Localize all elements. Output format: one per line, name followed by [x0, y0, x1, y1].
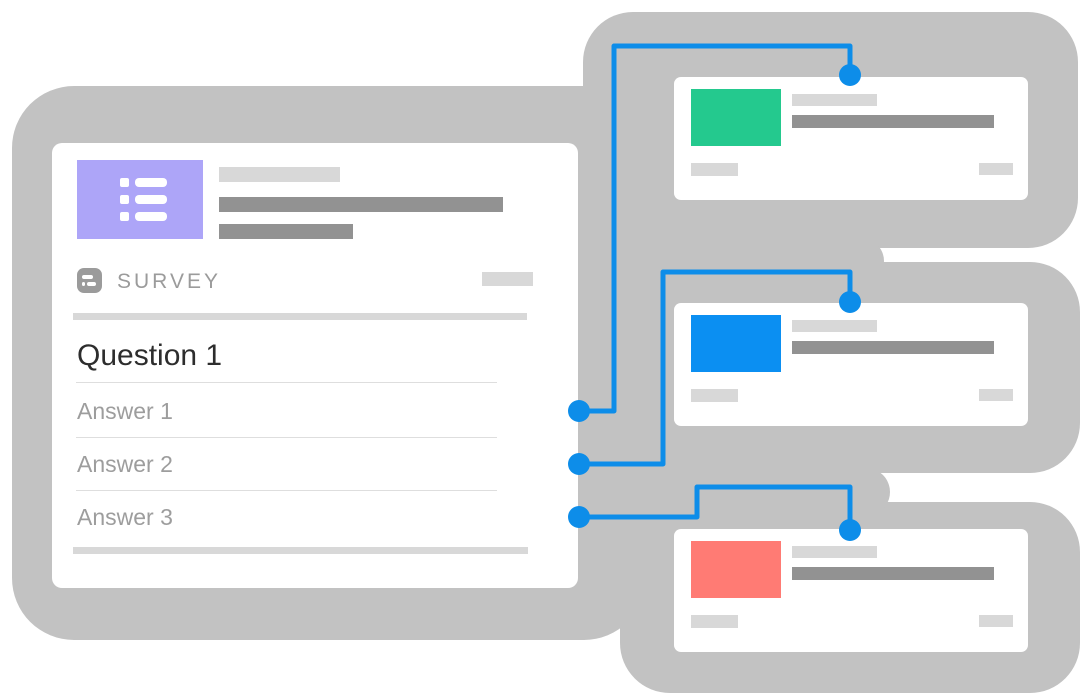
- branch-card-2: [674, 303, 1028, 426]
- answer-divider: [76, 490, 497, 491]
- answer-option-3: Answer 3: [77, 504, 173, 530]
- answer-divider: [76, 437, 497, 438]
- survey-thumbnail-tile: [77, 160, 203, 239]
- answer-divider: [76, 382, 497, 383]
- background-blob-neck-1: [600, 238, 884, 284]
- placeholder-bar-footer-right: [979, 163, 1013, 175]
- placeholder-bar-meta: [482, 272, 533, 286]
- answer-option-1: Answer 1: [77, 398, 173, 424]
- poll-icon: [77, 268, 102, 293]
- divider-bar-top: [73, 313, 527, 320]
- placeholder-bar-footer-right: [979, 389, 1013, 401]
- placeholder-bar-footer-left: [691, 389, 738, 402]
- placeholder-bar-title: [792, 94, 877, 106]
- answer-option-2: Answer 2: [77, 451, 173, 477]
- survey-card: SURVEY Question 1 Answer 1 Answer 2 Answ…: [52, 143, 578, 588]
- placeholder-bar-text: [792, 115, 994, 128]
- branch-color-swatch-green: [691, 89, 781, 146]
- survey-type-label: SURVEY: [117, 270, 221, 293]
- background-blob-neck-2: [600, 468, 890, 516]
- placeholder-bar-text: [792, 567, 994, 580]
- branch-color-swatch-blue: [691, 315, 781, 372]
- placeholder-bar-title: [792, 320, 877, 332]
- placeholder-bar-text-1: [219, 197, 503, 212]
- placeholder-bar-title: [792, 546, 877, 558]
- placeholder-bar-footer-left: [691, 163, 738, 176]
- placeholder-bar-footer-left: [691, 615, 738, 628]
- placeholder-bar-text-2: [219, 224, 353, 239]
- placeholder-bar-text: [792, 341, 994, 354]
- branch-card-1: [674, 77, 1028, 200]
- question-title: Question 1: [77, 339, 223, 372]
- branch-color-swatch-red: [691, 541, 781, 598]
- bullet-list-icon: [119, 178, 167, 221]
- branch-card-3: [674, 529, 1028, 652]
- divider-bar-bottom: [73, 547, 528, 554]
- placeholder-bar-title: [219, 167, 340, 182]
- placeholder-bar-footer-right: [979, 615, 1013, 627]
